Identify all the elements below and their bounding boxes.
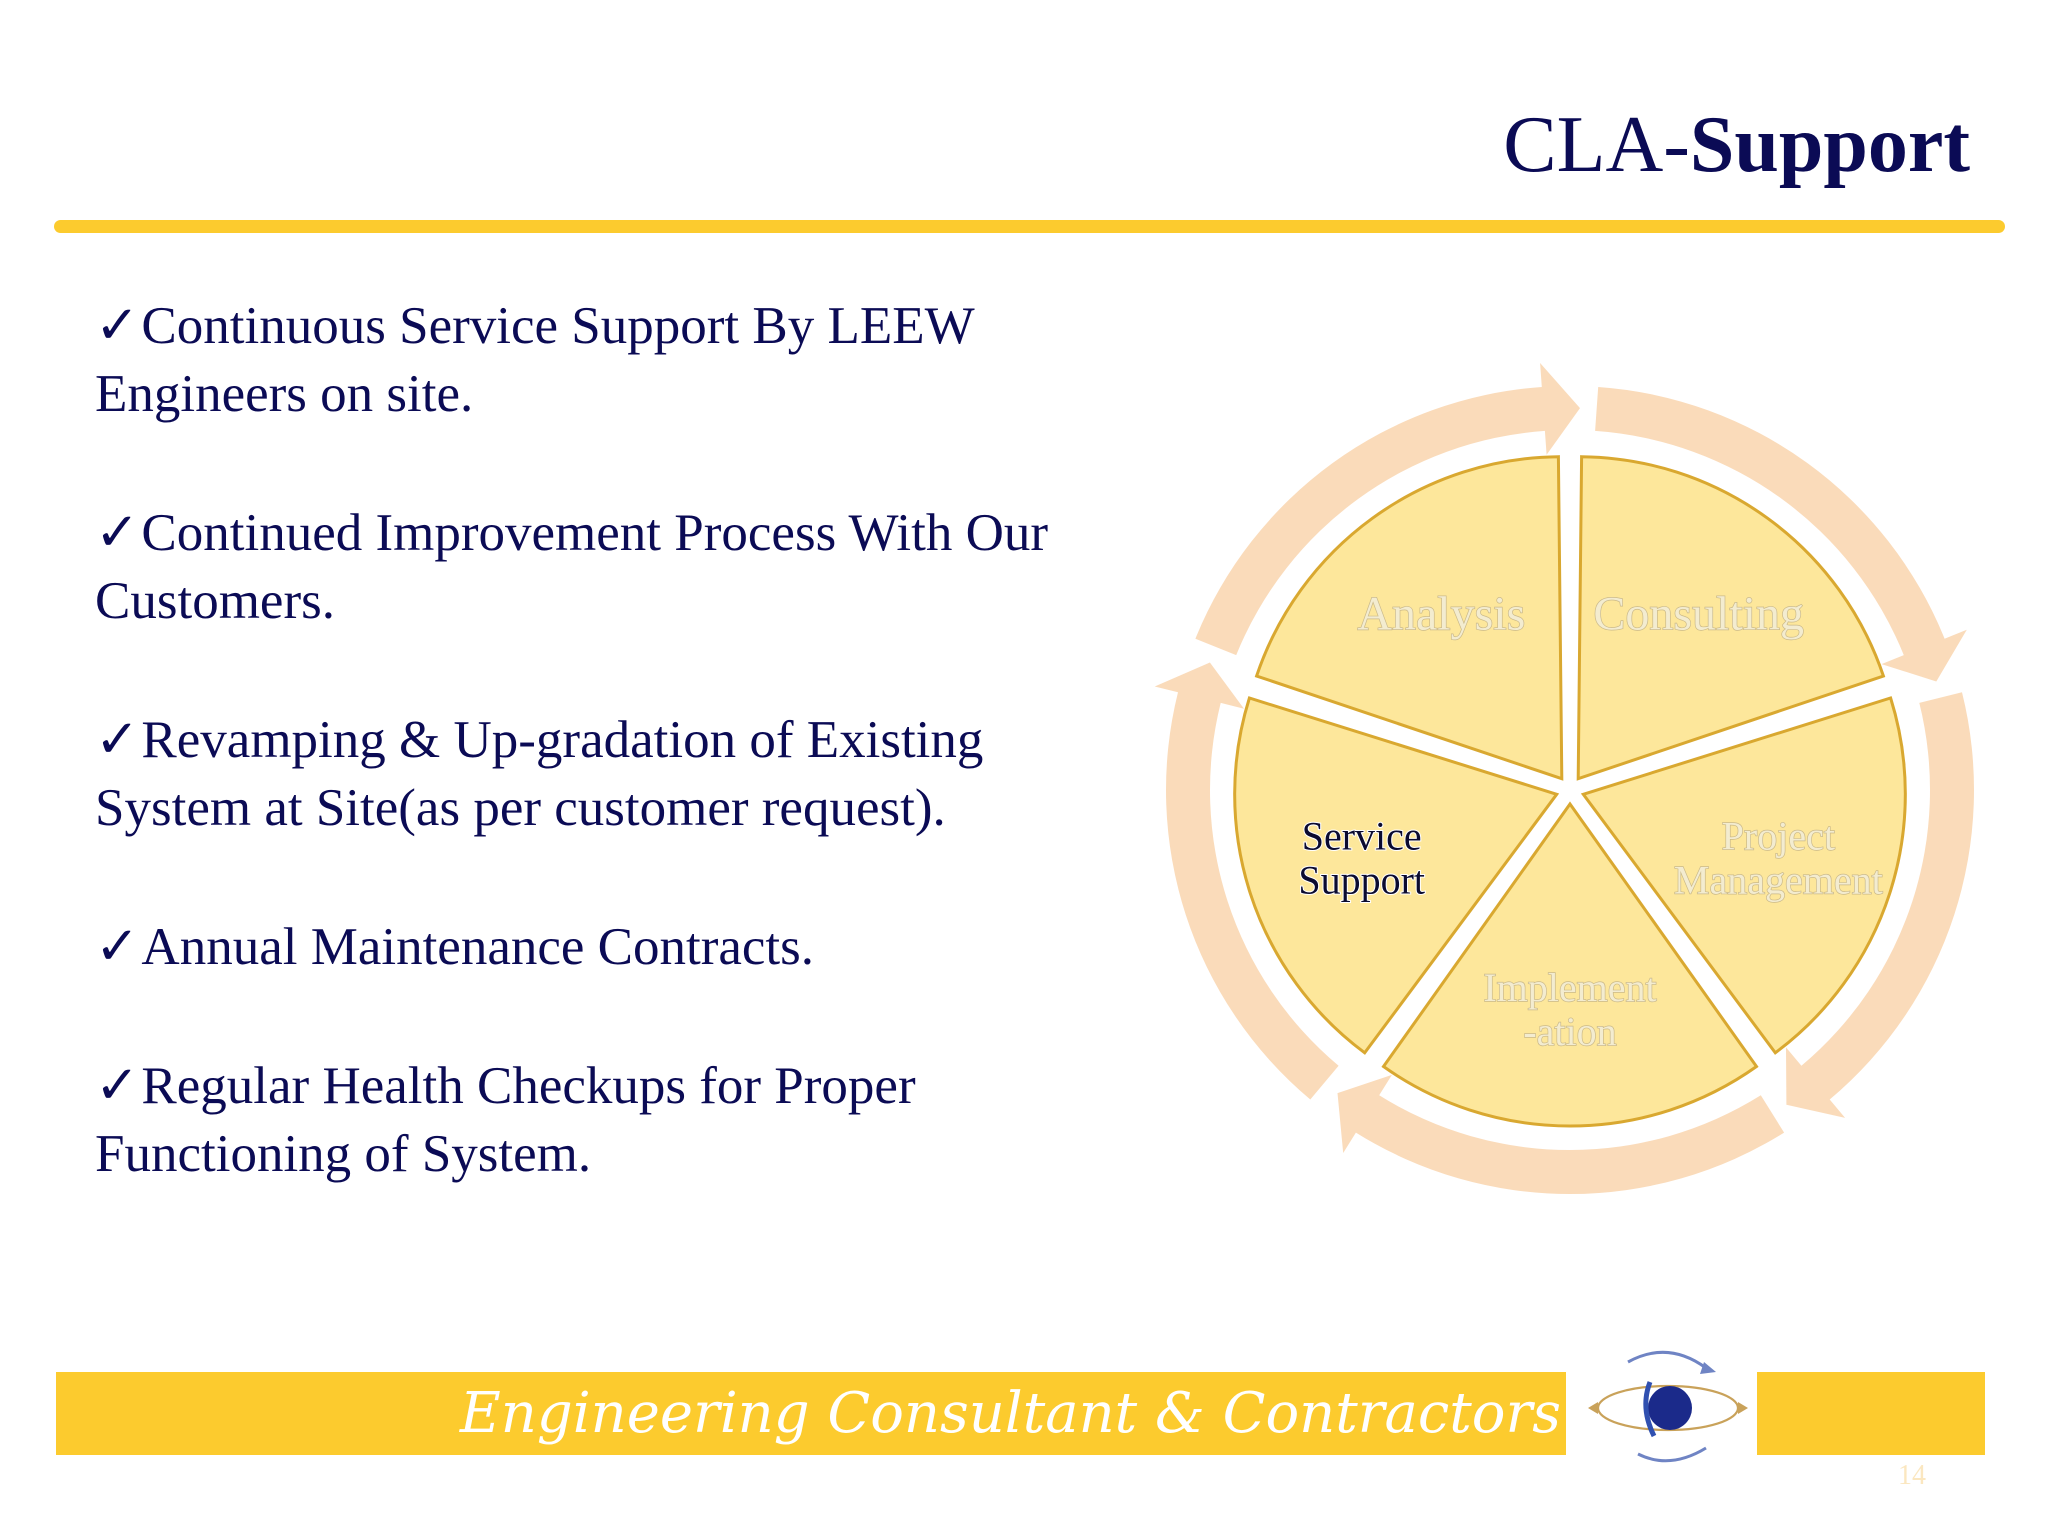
cycle-arrow-segment [1595, 387, 1967, 682]
title-bold: Support [1689, 101, 1970, 189]
cycle-label-line: Consulting [1593, 588, 1804, 641]
cycle-wedge [1254, 455, 1564, 781]
title-underline [54, 220, 2005, 233]
cycle-arrow-segment [1337, 1074, 1785, 1194]
cycle-label-line: Management [1674, 858, 1883, 903]
cycle-arrow-segment [1154, 662, 1339, 1100]
bullet-list: ✓Continuous Service Support By LEEW Engi… [95, 292, 1145, 1259]
cycle-wedge [1576, 455, 1886, 781]
page-title: CLA-Support [1503, 105, 1970, 185]
cycle-arrow-segment [1786, 692, 1974, 1118]
cycle-label: Implement-ation [1483, 965, 1656, 1054]
checkmark-icon: ✓ [95, 711, 140, 769]
cycle-label-line: Service [1302, 814, 1422, 859]
cycle-wedge [1233, 696, 1560, 1055]
cycle-label: Analysis [1357, 588, 1525, 641]
cycle-label-line: Project [1722, 814, 1835, 859]
bullet-item: ✓Continued Improvement Process With Our … [95, 499, 1145, 635]
bullet-item: ✓Regular Health Checkups for Proper Func… [95, 1052, 1145, 1188]
bullet-text: Annual Maintenance Contracts. [141, 918, 815, 976]
footer-block [1757, 1372, 1985, 1455]
checkmark-icon: ✓ [95, 918, 140, 976]
bullet-text: Regular Health Checkups for Proper Funct… [95, 1057, 916, 1183]
cycle-wedge [1381, 801, 1759, 1128]
checkmark-icon: ✓ [95, 1057, 140, 1115]
cycle-label: Consulting [1593, 588, 1804, 641]
title-prefix: CLA- [1503, 101, 1690, 189]
cycle-label-line: -ation [1523, 1009, 1616, 1054]
cycle-label-line: Support [1298, 858, 1425, 903]
footer-tagline: Engineering Consultant & Contractors [459, 1381, 1561, 1446]
bullet-item: ✓Annual Maintenance Contracts. [95, 913, 1145, 981]
cycle-label-line: Implement [1483, 965, 1656, 1010]
cycle-label-line: Analysis [1357, 588, 1525, 641]
bullet-text: Continued Improvement Process With Our C… [95, 504, 1049, 630]
cycle-wedges [1233, 455, 1907, 1128]
bullet-text: Revamping & Up-gradation of Existing Sys… [95, 711, 984, 837]
bullet-text: Continuous Service Support By LEEW Engin… [95, 297, 974, 423]
cycle-arrow-segment [1195, 363, 1580, 656]
company-logo-icon [1588, 1350, 1748, 1463]
page-number: 14 [1898, 1460, 1926, 1491]
footer-bar [56, 1372, 1566, 1455]
bullet-item: ✓Revamping & Up-gradation of Existing Sy… [95, 706, 1145, 842]
checkmark-icon: ✓ [95, 504, 140, 562]
cycle-arrows [1154, 363, 1974, 1194]
bullet-item: ✓Continuous Service Support By LEEW Engi… [95, 292, 1145, 428]
checkmark-icon: ✓ [95, 297, 140, 355]
cycle-wedge [1580, 696, 1907, 1055]
